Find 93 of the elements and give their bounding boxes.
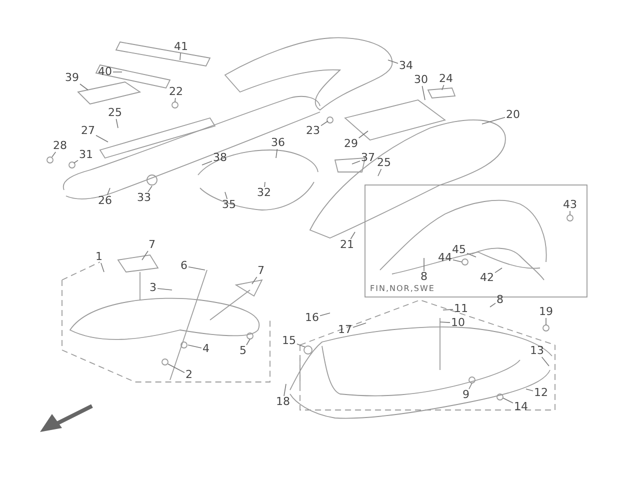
callout-number: 18 (275, 396, 291, 408)
leader-line (352, 160, 360, 164)
leader-line (352, 322, 366, 328)
callout-number: 25 (107, 107, 123, 119)
callout-number: 7 (256, 265, 266, 277)
callout-number: 23 (305, 125, 321, 137)
leader-line (502, 398, 514, 404)
callout-number: 30 (413, 74, 429, 86)
callout-number: 25 (376, 157, 392, 169)
leader-line (174, 98, 176, 102)
callout-number: 43 (562, 199, 578, 211)
leader-line (252, 276, 258, 284)
callout-number: 19 (538, 306, 554, 318)
leader-line (358, 130, 368, 138)
callout-number: 4 (202, 343, 210, 355)
callout-number: 41 (173, 41, 189, 53)
callout-number: 33 (136, 192, 152, 204)
callout-number: 13 (529, 345, 545, 357)
leader-line (157, 288, 172, 290)
callout-number: 6 (180, 260, 188, 272)
leader-line (180, 52, 181, 60)
leader-line (320, 312, 330, 316)
callout-number: 29 (343, 138, 359, 150)
leader-line (188, 344, 202, 348)
callout-number: 34 (398, 60, 414, 72)
leader-line (494, 268, 502, 274)
callout-number: 9 (462, 389, 470, 401)
leader-line (142, 250, 148, 260)
callout-number: 10 (450, 317, 466, 329)
callout-number: 39 (64, 72, 80, 84)
leader-line (422, 86, 426, 100)
leader-line (526, 388, 534, 392)
leader-line (388, 60, 398, 64)
leader-line (482, 116, 506, 124)
leader-line (442, 84, 444, 90)
callout-number: 36 (270, 137, 286, 149)
callout-number: 16 (304, 312, 320, 324)
callout-number: 11 (453, 303, 469, 315)
region-note: FIN,NOR,SWE (370, 284, 435, 293)
callout-number: 7 (148, 239, 156, 251)
callout-number: 24 (438, 73, 454, 85)
callout-number: 40 (97, 66, 113, 78)
leader-line (276, 148, 278, 158)
leader-line (541, 356, 550, 366)
leader-line (490, 302, 496, 308)
leader-line (96, 135, 108, 142)
leader-line (296, 344, 306, 348)
callout-number: 14 (513, 401, 529, 413)
callout-number: 38 (212, 152, 228, 164)
callout-number: 15 (281, 335, 297, 347)
leader-line (452, 259, 462, 262)
leader-line (80, 84, 88, 90)
callout-number: 2 (184, 369, 194, 381)
callout-number: 37 (360, 152, 376, 164)
leader-line (468, 382, 472, 390)
leader-line (350, 232, 356, 240)
callout-number: 28 (52, 140, 68, 152)
callout-number: 20 (505, 109, 521, 121)
callout-number: 42 (479, 272, 495, 284)
leader-line (466, 252, 476, 258)
leader-line (378, 168, 382, 176)
callout-number: 35 (221, 199, 237, 211)
callout-number: 44 (437, 252, 453, 264)
callout-number: 31 (78, 149, 94, 161)
leader-line (440, 322, 450, 323)
callout-number: 5 (238, 345, 248, 357)
callout-number: 12 (533, 387, 549, 399)
leader-line (284, 384, 286, 396)
callout-number: 21 (339, 239, 355, 251)
leader-line (264, 182, 266, 188)
callout-number: 3 (148, 282, 158, 294)
leader-line (100, 262, 104, 272)
leader-line (168, 364, 185, 374)
leader-line (442, 309, 454, 310)
leader-line (246, 338, 250, 346)
leader-line (320, 120, 328, 126)
callout-number: 17 (337, 324, 353, 336)
callout-number: 45 (451, 244, 467, 256)
callout-number: 32 (256, 187, 272, 199)
callout-number: 8 (420, 271, 428, 283)
leader-line (202, 160, 212, 166)
callout-number: 27 (80, 125, 96, 137)
callout-number: 26 (97, 195, 113, 207)
callout-number: 22 (168, 86, 184, 98)
leader-line (224, 192, 228, 200)
leader-line (148, 186, 152, 192)
leader-line (116, 118, 118, 128)
callout-number: 1 (94, 251, 104, 263)
callout-number: 8 (496, 294, 504, 306)
leader-line (52, 152, 56, 158)
leader-line (74, 160, 78, 164)
leader-line (106, 188, 110, 196)
leader-line (188, 266, 206, 270)
